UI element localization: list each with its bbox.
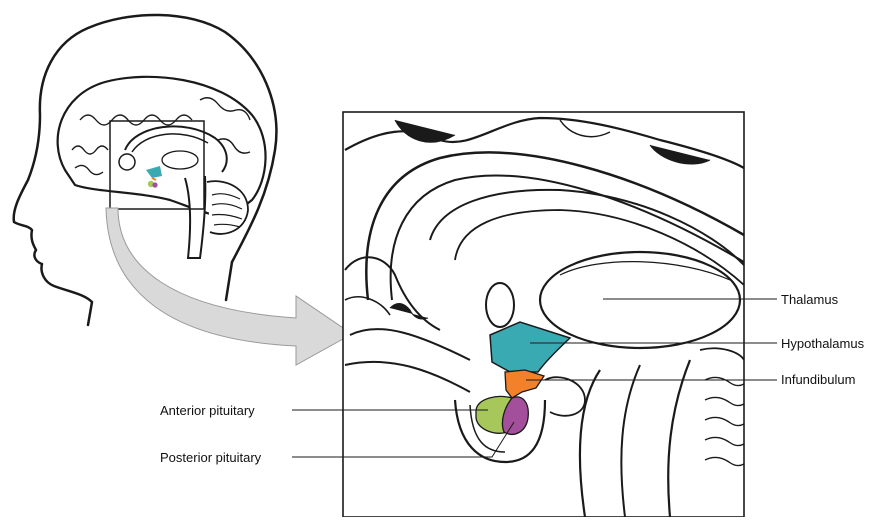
infundibulum-label: Infundibulum bbox=[781, 372, 855, 387]
small-brain bbox=[58, 77, 266, 258]
posterior-pituitary-label: Posterior pituitary bbox=[160, 450, 261, 465]
anterior-pituitary-label: Anterior pituitary bbox=[160, 403, 255, 418]
thalamus-label: Thalamus bbox=[781, 292, 838, 307]
enlarged-view-panel bbox=[343, 112, 744, 517]
hypothalamus-label: Hypothalamus bbox=[781, 336, 864, 351]
